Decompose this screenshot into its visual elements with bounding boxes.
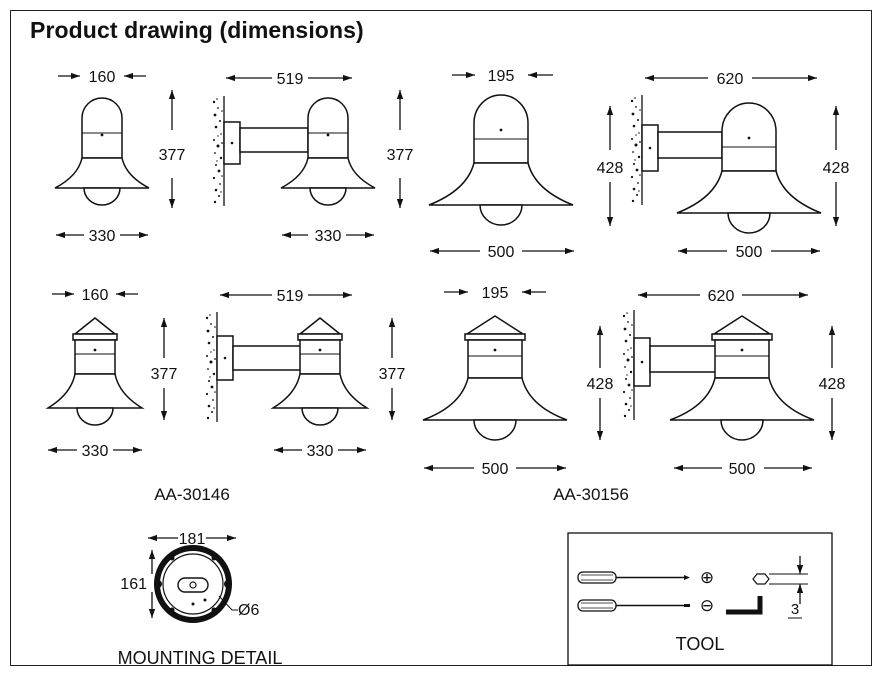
dim-height-a2: 377 (151, 366, 178, 383)
dim-height-b1: 428 (597, 160, 624, 177)
dim-top-width-a1: 160 (89, 69, 116, 86)
dim-height-a1w: 377 (387, 147, 414, 164)
lamp-a-pointed-front: 160 377 330 (47, 287, 178, 460)
dim-arm-length-b2: 620 (708, 288, 735, 305)
dim-shade-width-b1: 500 (488, 244, 515, 261)
dim-shade-width-b2: 500 (482, 461, 509, 478)
dim-top-width-b2: 195 (482, 285, 509, 302)
dim-arm-length-b1: 620 (717, 71, 744, 88)
hex-size: 3 (791, 601, 799, 618)
lamp-a-dome-wall: 519 377 330 (212, 71, 414, 245)
drawing-frame (10, 10, 872, 666)
model-label-b: AA-30156 (553, 485, 629, 504)
lamp-a-dome-front: 160 377 330 (54, 69, 186, 245)
dim-hole-diameter: Ø6 (238, 602, 259, 619)
dim-arm-length-a1: 519 (277, 71, 304, 88)
dim-height-b2: 428 (587, 376, 614, 393)
flat-symbol: ⊖ (700, 596, 714, 615)
dim-shade-width-a2w: 330 (307, 443, 334, 460)
lamp-b-dome-wall: 620 428 500 (630, 71, 850, 261)
phillips-symbol: ⊕ (700, 568, 714, 587)
dim-shade-width-b2w: 500 (729, 461, 756, 478)
dim-height-b2w: 428 (819, 376, 846, 393)
dim-shade-width-a2: 330 (82, 443, 109, 460)
tool-label: TOOL (676, 634, 725, 654)
lamp-b-pointed-wall: 620 428 500 (622, 288, 846, 478)
dim-shade-width-b1w: 500 (736, 244, 763, 261)
dim-top-width-a2: 160 (82, 287, 109, 304)
lamp-a-pointed-wall: 519 377 330 (205, 288, 406, 460)
dim-shade-width-a1w: 330 (315, 228, 342, 245)
lamp-b-pointed-front: 195 428 500 (422, 285, 614, 478)
dim-height-a1: 377 (159, 147, 186, 164)
hex-key-icon (726, 556, 808, 619)
model-label-a: AA-30146 (154, 485, 230, 504)
dim-height-a2w: 377 (379, 366, 406, 383)
dim-top-width-b1: 195 (488, 68, 515, 85)
dim-height-b1w: 428 (823, 160, 850, 177)
tool-box: ⊕ ⊖ 3 TOOL (567, 532, 833, 666)
page-title: Product drawing (dimensions) (30, 17, 364, 43)
mounting-detail: 181 161 Ø6 MOUNTING DETAIL (118, 531, 283, 668)
dim-mount-height: 161 (120, 576, 147, 593)
dim-arm-length-a2: 519 (277, 288, 304, 305)
dim-mount-width: 181 (179, 531, 206, 548)
flat-screwdriver-icon (577, 599, 690, 612)
mounting-label: MOUNTING DETAIL (118, 648, 283, 668)
phillips-screwdriver-icon (577, 571, 690, 584)
dim-shade-width-a1: 330 (89, 228, 116, 245)
lamp-b-dome-front: 195 428 500 (428, 68, 624, 261)
